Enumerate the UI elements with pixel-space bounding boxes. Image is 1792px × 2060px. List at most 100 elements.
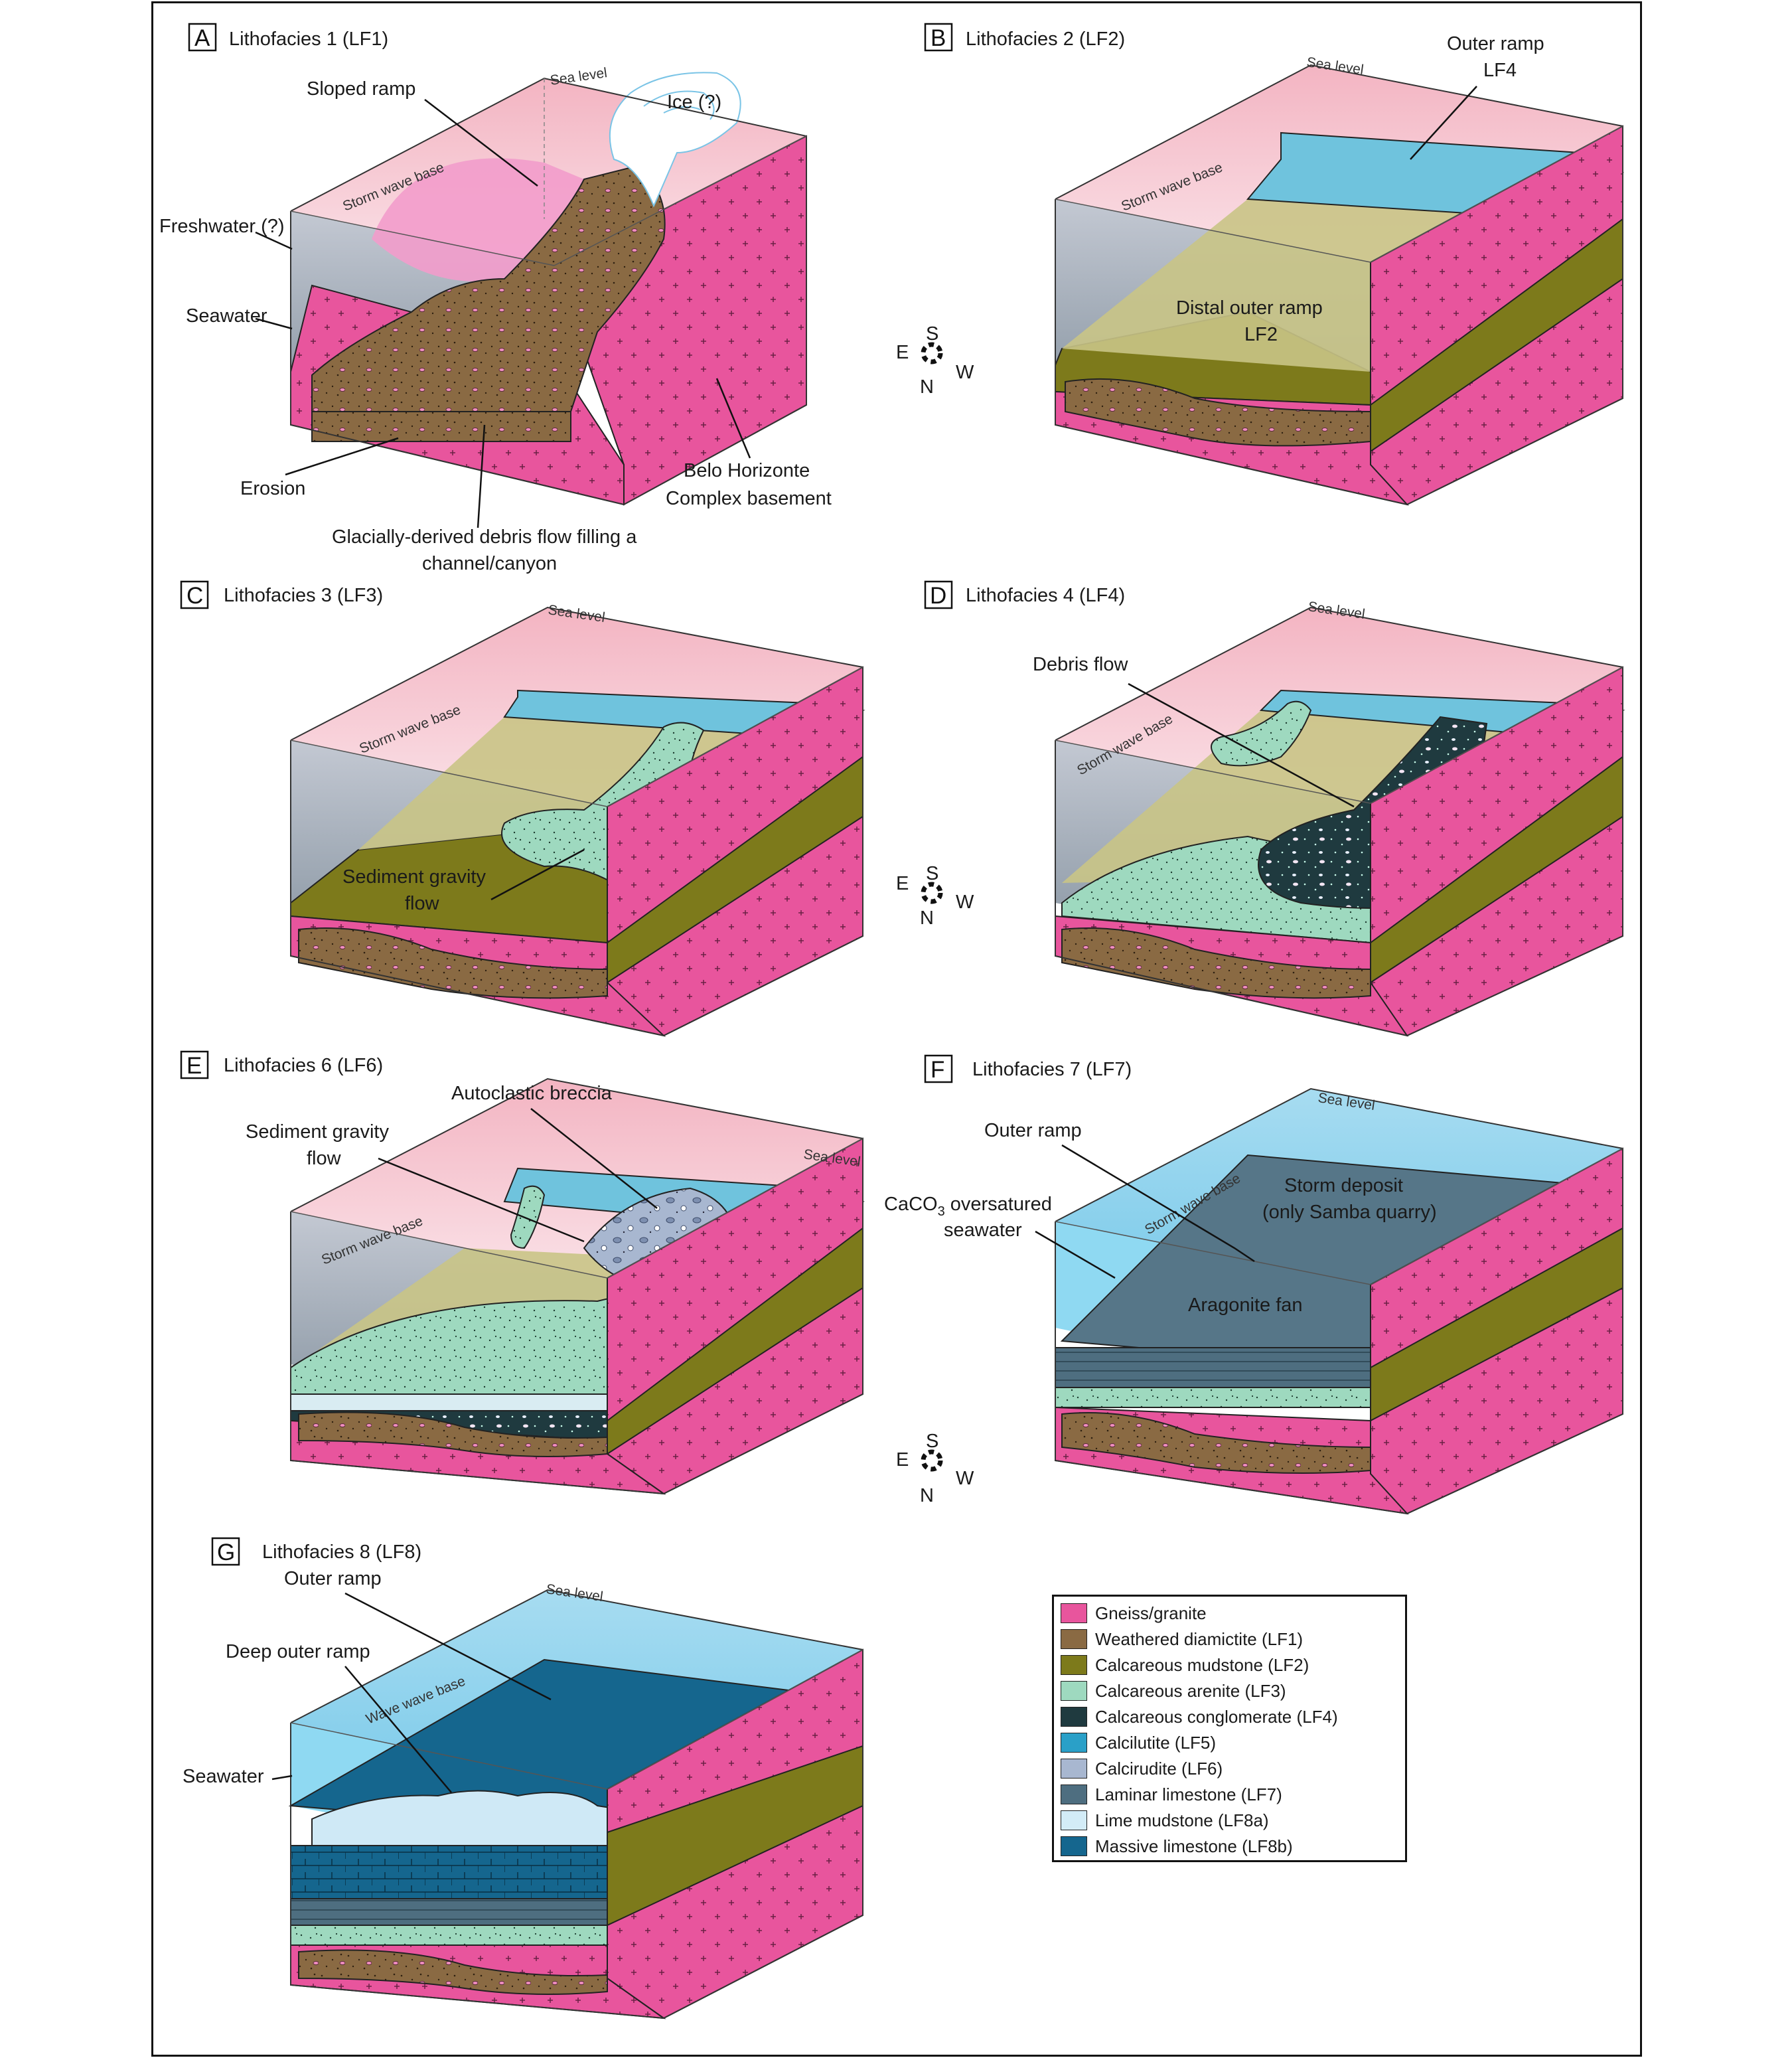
panel-title: Lithofacies 1 (LF1) (229, 29, 388, 50)
compass-n: N (920, 376, 934, 398)
compass-rose: S E W N (896, 323, 974, 398)
distal-label-1: Distal outer ramp (1176, 297, 1323, 319)
compass-e: E (896, 342, 909, 363)
legend-swatch (1061, 1759, 1087, 1779)
legend-label: Massive limestone (LF8b) (1095, 1836, 1293, 1856)
legend-item: Weathered diamictite (LF1) (1061, 1628, 1303, 1650)
panel-title: Lithofacies 4 (LF4) (966, 585, 1125, 606)
sgf-label-1: Sediment gravity (246, 1121, 389, 1143)
legend-label: Calcareous mudstone (LF2) (1095, 1654, 1309, 1675)
panel-c: C Lithofacies 3 (LF3) Sea level Storm wa… (180, 580, 865, 1037)
panel-letter: B (931, 25, 946, 51)
legend-label: Calcirudite (LF6) (1095, 1758, 1223, 1779)
erosion-label: Erosion (240, 478, 305, 499)
ice-block (609, 72, 741, 208)
legend-label: Calcareous conglomerate (LF4) (1095, 1706, 1338, 1727)
sea-level-label: Sea level (549, 65, 608, 88)
panel-a: A Lithofacies 1 (LF1) Sea level Storm wa… (159, 23, 832, 574)
legend-item: Calcareous arenite (LF3) (1061, 1680, 1286, 1702)
panel-b: B Lithofacies 2 (LF2) Sea level Storm wa… (924, 23, 1624, 506)
panel-title: Lithofacies 2 (LF2) (966, 29, 1125, 50)
seawater-label: seawater (944, 1220, 1022, 1241)
legend: Gneiss/granite Weathered diamictite (LF1… (1052, 1595, 1407, 1862)
legend-item: Lime mudstone (LF8a) (1061, 1809, 1269, 1832)
legend-swatch (1061, 1681, 1087, 1701)
legend-swatch (1061, 1655, 1087, 1675)
panel-title: Lithofacies 6 (LF6) (224, 1055, 383, 1076)
ice-label: Ice (?) (667, 92, 721, 113)
legend-item: Calcilutite (LF5) (1061, 1731, 1216, 1754)
debris-flow-label: Debris flow (1033, 654, 1128, 675)
legend-label: Calcilutite (LF5) (1095, 1732, 1217, 1753)
basement-label-2: Complex basement (666, 488, 832, 509)
compass-rose: S E W N (896, 863, 974, 929)
seawater-label: Seawater (183, 1766, 264, 1787)
compass-rose: S E W N (896, 1431, 974, 1506)
compass-s: S (926, 863, 938, 884)
legend-label: Gneiss/granite (1095, 1603, 1207, 1623)
autoclastic-label: Autoclastic breccia (451, 1083, 613, 1104)
compass-w: W (956, 892, 974, 913)
panel-g: G Lithofacies 8 (LF8) Sea level Wave wav… (183, 1537, 863, 2020)
panel-e: E Lithofacies 6 (LF6) Sea level Storm wa… (180, 1050, 865, 1495)
legend-item: Laminar limestone (LF7) (1061, 1783, 1282, 1806)
caco3-label: CaCO3 oversatured (884, 1194, 1052, 1219)
compass-n: N (920, 908, 934, 929)
panel-letter: F (931, 1057, 944, 1083)
legend-swatch (1061, 1784, 1087, 1804)
panel-d: D Lithofacies 4 (LF4) Sea level Storm wa… (924, 580, 1625, 1037)
legend-item: Calcareous conglomerate (LF4) (1061, 1705, 1338, 1728)
compass-w: W (956, 362, 974, 383)
outer-ramp-label: Outer ramp (984, 1120, 1082, 1141)
figure-frame (151, 1, 1642, 2057)
legend-label: Calcareous arenite (LF3) (1095, 1680, 1286, 1701)
outer-ramp-label: Outer ramp (284, 1568, 382, 1589)
seawater-label: Seawater (186, 305, 267, 327)
freshwater-label: Freshwater (?) (159, 216, 285, 237)
panel-letter: D (930, 583, 946, 609)
compass-e: E (896, 1449, 909, 1470)
debris-label-1: Glacially-derived debris flow filling a (332, 526, 637, 548)
legend-item: Gneiss/granite (1061, 1602, 1207, 1624)
legend-swatch (1061, 1836, 1087, 1856)
legend-swatch (1061, 1707, 1087, 1727)
legend-label: Lime mudstone (LF8a) (1095, 1810, 1269, 1830)
legend-swatch (1061, 1603, 1087, 1623)
debris-front (311, 411, 571, 442)
legend-label: Weathered diamictite (LF1) (1095, 1628, 1304, 1649)
legend-item: Massive limestone (LF8b) (1061, 1835, 1293, 1858)
aragonite-label: Aragonite fan (1188, 1295, 1303, 1316)
sgf-label-1: Sediment gravity (342, 866, 486, 888)
legend-swatch (1061, 1629, 1087, 1649)
panel-title: Lithofacies 8 (LF8) (262, 1542, 421, 1563)
panel-letter: A (194, 25, 210, 51)
panel-title: Lithofacies 3 (LF3) (224, 585, 383, 606)
distal-label-2: LF2 (1244, 324, 1278, 345)
compass-e: E (896, 873, 909, 894)
debris-flow-channel (311, 165, 666, 412)
storm-deposit-label-2: (only Samba quarry) (1262, 1202, 1437, 1223)
sgf-label-2: flow (405, 893, 440, 914)
panel-title: Lithofacies 7 (LF7) (972, 1059, 1132, 1080)
legend-label: Laminar limestone (LF7) (1095, 1784, 1282, 1804)
legend-swatch (1061, 1810, 1087, 1830)
sgf-label-2: flow (307, 1148, 342, 1169)
compass-n: N (920, 1485, 934, 1506)
compass-w: W (956, 1468, 974, 1489)
debris-label-2: channel/canyon (422, 553, 557, 574)
panel-letter: E (187, 1053, 202, 1079)
deep-outer-ramp-label: Deep outer ramp (226, 1641, 370, 1662)
basement-label-1: Belo Horizonte (684, 460, 810, 481)
panel-letter: G (217, 1540, 235, 1565)
panel-f: F Lithofacies 7 (LF7) Sea level Storm wa… (884, 1054, 1623, 1515)
legend-item: Calcirudite (LF6) (1061, 1757, 1223, 1780)
panel-letter: C (187, 583, 203, 609)
legend-swatch (1061, 1733, 1087, 1753)
legend-item: Calcareous mudstone (LF2) (1061, 1654, 1309, 1676)
outer-ramp-label-1: Outer ramp (1447, 33, 1544, 54)
outer-ramp-label-2: LF4 (1483, 60, 1517, 81)
storm-deposit-label-1: Storm deposit (1284, 1175, 1403, 1196)
sloped-ramp-label: Sloped ramp (307, 78, 415, 100)
